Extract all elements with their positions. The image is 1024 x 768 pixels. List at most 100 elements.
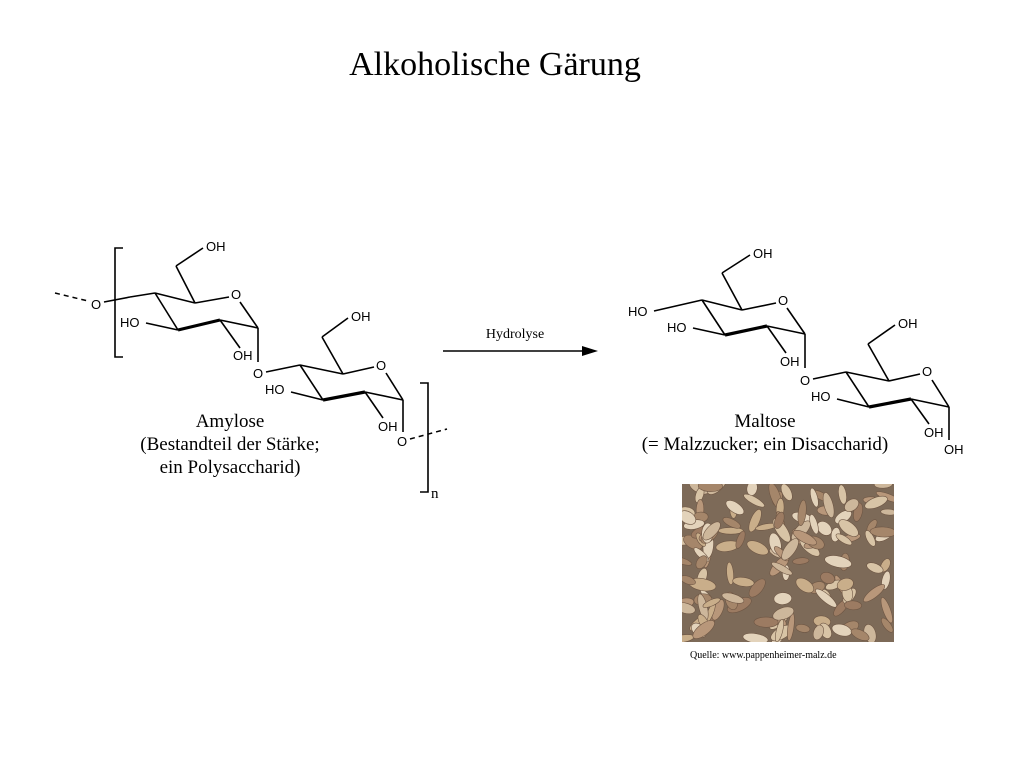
malt-grain: [822, 492, 835, 519]
atom-oh-ring1: OH: [233, 348, 253, 363]
maltose-desc-line1: (= Malzzucker; ein Disaccharid): [641, 434, 889, 455]
maltose-structure: O HO OH HO OH O O OH HO: [628, 246, 964, 457]
malt-grains-image: [682, 484, 894, 642]
malt-grain: [773, 592, 792, 605]
atom-oh-ring2-ch2oh: OH: [351, 309, 371, 324]
malt-grain: [792, 530, 817, 546]
malt-grain: [863, 584, 886, 603]
malt-grain: [682, 556, 693, 566]
malt-grain: [844, 600, 862, 611]
atom-ho-maltose-ring2: HO: [811, 389, 831, 404]
amylose-desc-line2: ein Polysaccharid): [159, 457, 301, 478]
malt-grain: [820, 572, 835, 584]
malt-grain: [873, 484, 893, 489]
page-title: Alkoholische Gärung: [349, 46, 641, 83]
malt-grain: [816, 521, 832, 536]
malt-grain: [722, 517, 741, 529]
malt-grain: [864, 530, 876, 547]
malt-grain: [702, 597, 721, 608]
photo-source: Quelle: www.pappenheimer-malz.de: [690, 650, 837, 661]
malt-grain: [735, 530, 746, 549]
malt-grain: [682, 602, 696, 615]
malt-grain: [732, 576, 755, 587]
malt-grains-photo: [682, 484, 894, 642]
malt-grain: [795, 624, 811, 633]
malt-grain: [748, 509, 762, 533]
malt-grain: [682, 510, 697, 525]
maltose-name: Maltose: [734, 411, 796, 432]
malt-grain: [725, 500, 745, 515]
chain-dash-left: [54, 292, 89, 302]
atom-oh-ring2: OH: [378, 419, 398, 434]
malt-grain: [743, 493, 765, 508]
malt-grain: [795, 577, 815, 594]
atom-o-glycosidic-left: O: [91, 297, 101, 312]
malt-grain: [682, 575, 696, 586]
malt-grain: [772, 606, 795, 621]
malt-grain: [881, 617, 894, 633]
malt-grain: [850, 628, 870, 641]
repeat-index: n: [431, 486, 439, 502]
atom-o-maltose-ring2: O: [922, 364, 932, 379]
polymer-bracket-right: [420, 382, 429, 493]
malt-grain: [815, 588, 837, 608]
malt-grain: [838, 484, 847, 505]
malt-grain: [717, 527, 744, 535]
malt-grain: [835, 533, 853, 546]
malt-grain: [702, 521, 721, 541]
malt-grain: [809, 514, 819, 535]
atom-o-ring2: O: [376, 358, 386, 373]
malt-grain: [880, 597, 893, 624]
malt-grain: [809, 487, 819, 508]
atom-ho-maltose-c4: HO: [628, 304, 648, 319]
malt-grain: [792, 557, 810, 565]
malt-grain: [781, 538, 799, 561]
atom-o-maltose-glycosidic: O: [800, 373, 810, 388]
malt-grain: [797, 499, 807, 527]
amylose-structure: O O OH HO OH O O OH: [54, 239, 448, 493]
malt-grain: [775, 619, 784, 642]
maltose-caption: Maltose (= Malzzucker; ein Disaccharid): [625, 410, 905, 456]
atom-o-maltose-ring1: O: [778, 293, 788, 308]
amylose-name: Amylose: [195, 411, 265, 432]
malt-grain: [824, 555, 852, 569]
malt-grain: [746, 540, 769, 556]
malt-grain: [771, 561, 793, 576]
malt-grain: [838, 519, 859, 537]
atom-o-glycosidic-right: O: [397, 434, 407, 449]
malt-grain: [866, 562, 884, 574]
atom-oh-maltose-ch2oh1: OH: [753, 246, 773, 261]
atom-ho-maltose-ring1: HO: [667, 320, 687, 335]
malt-grain: [742, 632, 769, 642]
malt-grain: [812, 624, 824, 641]
amylose-desc-line1: (Bestandteil der Stärke;: [140, 434, 320, 455]
atom-oh-ring1-ch2oh: OH: [206, 239, 226, 254]
amylose-caption: Amylose (Bestandteil der Stärke; ein Pol…: [110, 410, 350, 479]
malt-grain: [864, 495, 888, 510]
malt-grain: [695, 555, 708, 569]
malt-grain: [844, 498, 859, 512]
malt-grain: [726, 561, 734, 585]
atom-ho-ring1: HO: [120, 315, 140, 330]
atom-oh-maltose-ring2: OH: [924, 425, 944, 440]
atom-oh-maltose-ch2oh2: OH: [898, 316, 918, 331]
atom-ho-ring2: HO: [265, 382, 285, 397]
malt-grain: [753, 616, 779, 628]
atom-oh-maltose-ring1: OH: [780, 354, 800, 369]
malt-grain: [780, 484, 793, 501]
malt-grain: [721, 592, 745, 604]
malt-grain: [692, 620, 715, 639]
chain-dash-right: [409, 428, 448, 440]
malt-grain: [697, 484, 723, 492]
malt-grain: [774, 511, 785, 529]
atom-oh-maltose-anomeric: OH: [944, 442, 964, 457]
malt-grain: [836, 577, 854, 591]
atom-o-glycosidic-mid: O: [253, 366, 263, 381]
polymer-bracket-left: [114, 247, 123, 358]
arrow-label: Hydrolyse: [485, 327, 545, 342]
malt-grain: [880, 508, 894, 516]
reaction-arrow: [443, 346, 598, 356]
atom-o-ring1: O: [231, 287, 241, 302]
malt-grain: [869, 526, 894, 538]
